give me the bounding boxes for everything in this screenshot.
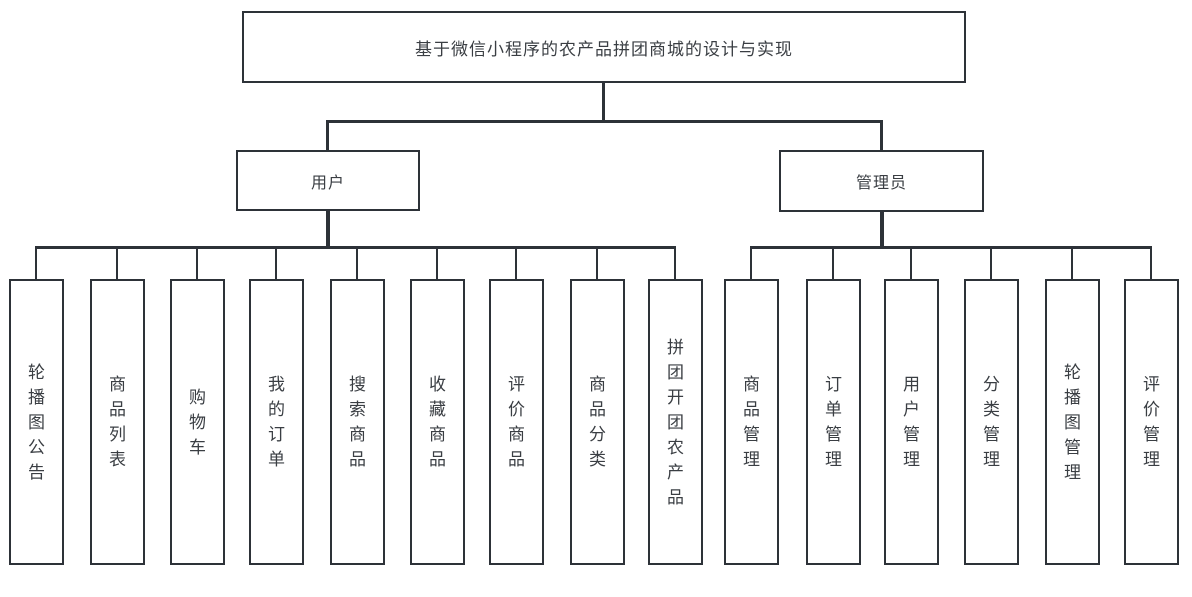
leaf-node-review-products: 评价商品 bbox=[489, 279, 544, 565]
connector-drop bbox=[674, 246, 676, 279]
leaf-node-groupbuy-products: 拼团开团农产品 bbox=[648, 279, 703, 565]
connector-drop bbox=[832, 246, 834, 279]
connector-admin-bus bbox=[751, 246, 1152, 249]
leaf-label: 订单管理 bbox=[825, 375, 842, 469]
connector-drop bbox=[750, 246, 752, 279]
leaf-label: 轮播图公告 bbox=[28, 362, 45, 482]
leaf-label: 评价管理 bbox=[1143, 375, 1160, 469]
leaf-label: 购物车 bbox=[189, 387, 206, 457]
leaf-label: 商品管理 bbox=[743, 375, 760, 469]
connector-root-vertical bbox=[602, 81, 605, 122]
leaf-label: 轮播图管理 bbox=[1064, 362, 1081, 482]
leaf-node-order-management: 订单管理 bbox=[806, 279, 861, 565]
leaf-node-product-categories: 商品分类 bbox=[570, 279, 625, 565]
leaf-node-my-orders: 我的订单 bbox=[249, 279, 304, 565]
connector-level1-bus bbox=[326, 120, 883, 123]
leaf-node-shopping-cart: 购物车 bbox=[170, 279, 225, 565]
branch-node-admin: 管理员 bbox=[779, 150, 984, 212]
leaf-node-favorite-products: 收藏商品 bbox=[410, 279, 465, 565]
connector-user-down bbox=[326, 210, 330, 248]
leaf-node-search-products: 搜索商品 bbox=[330, 279, 385, 565]
connector-drop bbox=[275, 246, 277, 279]
connector-drop bbox=[596, 246, 598, 279]
connector-drop bbox=[1071, 246, 1073, 279]
leaf-node-user-management: 用户管理 bbox=[884, 279, 939, 565]
connector-drop bbox=[1150, 246, 1152, 279]
leaf-node-product-management: 商品管理 bbox=[724, 279, 779, 565]
leaf-node-product-list: 商品列表 bbox=[90, 279, 145, 565]
leaf-label: 用户管理 bbox=[903, 375, 920, 469]
root-node-title: 基于微信小程序的农产品拼团商城的设计与实现 bbox=[242, 11, 966, 83]
connector-drop bbox=[356, 246, 358, 279]
leaf-node-carousel-management: 轮播图管理 bbox=[1045, 279, 1100, 565]
leaf-label: 商品分类 bbox=[589, 375, 606, 469]
connector-admin-down bbox=[880, 211, 884, 248]
leaf-label: 分类管理 bbox=[983, 375, 1000, 469]
diagram-title: 基于微信小程序的农产品拼团商城的设计与实现 bbox=[415, 39, 793, 59]
connector-drop bbox=[35, 246, 37, 279]
leaf-label: 拼团开团农产品 bbox=[667, 337, 684, 507]
leaf-label: 收藏商品 bbox=[429, 375, 446, 469]
connector-drop bbox=[990, 246, 992, 279]
leaf-node-carousel-announcement: 轮播图公告 bbox=[9, 279, 64, 565]
leaf-node-review-management: 评价管理 bbox=[1124, 279, 1179, 565]
leaf-label: 我的订单 bbox=[268, 375, 285, 469]
connector-user-stub bbox=[326, 120, 329, 151]
branch-admin-label: 管理员 bbox=[855, 175, 907, 192]
connector-drop bbox=[515, 246, 517, 279]
branch-user-label: 用户 bbox=[310, 174, 345, 192]
branch-node-user: 用户 bbox=[236, 150, 420, 211]
leaf-label: 商品列表 bbox=[109, 375, 126, 469]
leaf-node-category-management: 分类管理 bbox=[964, 279, 1019, 565]
connector-admin-stub bbox=[880, 120, 883, 151]
connector-drop bbox=[116, 246, 118, 279]
connector-drop bbox=[436, 246, 438, 279]
connector-drop bbox=[910, 246, 912, 279]
leaf-label: 评价商品 bbox=[508, 375, 525, 469]
connector-drop bbox=[196, 246, 198, 279]
leaf-label: 搜索商品 bbox=[349, 375, 366, 469]
